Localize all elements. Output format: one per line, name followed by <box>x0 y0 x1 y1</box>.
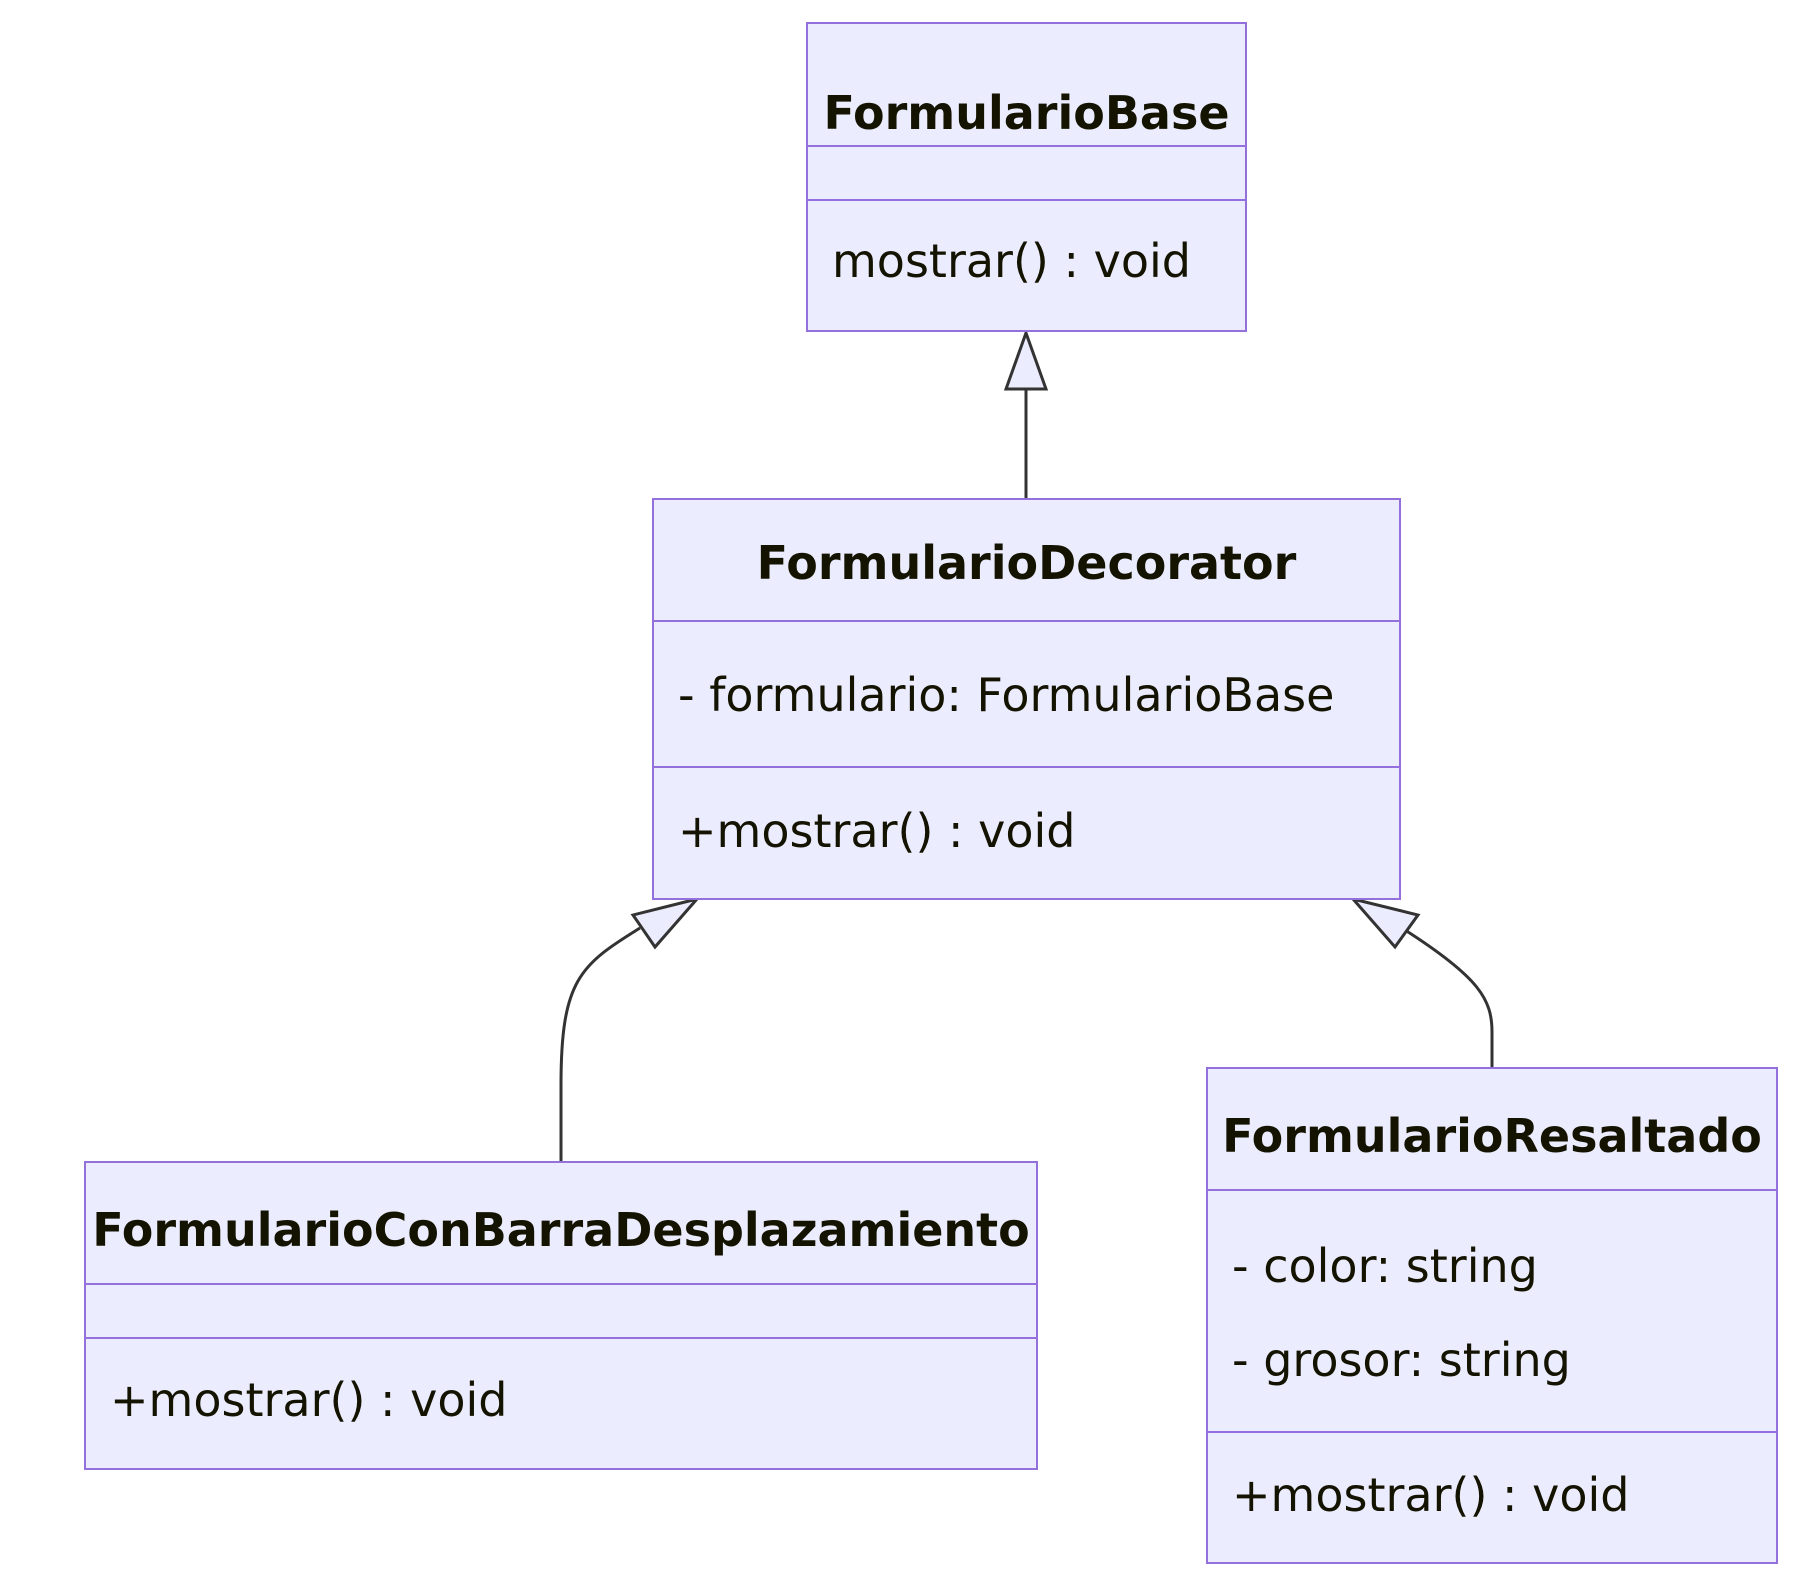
class-name: FormularioConBarraDesplazamiento <box>92 1203 1030 1257</box>
class-name: FormularioResaltado <box>1222 1109 1762 1163</box>
divider <box>808 199 1245 201</box>
divider <box>1208 1431 1776 1433</box>
class-box-formulario-resaltado: FormularioResaltado - color: string - gr… <box>1206 1067 1778 1564</box>
class-box-formulario-decorator: FormularioDecorator - formulario: Formul… <box>652 498 1401 900</box>
divider <box>86 1283 1036 1285</box>
class-box-formulario-con-barra-desplazamiento: FormularioConBarraDesplazamiento +mostra… <box>84 1161 1038 1470</box>
divider <box>808 145 1245 147</box>
inheritance-arrow-decorator-right <box>1348 896 1421 950</box>
attribute-item: - color: string <box>1232 1239 1538 1293</box>
method-item: +mostrar() : void <box>110 1373 508 1427</box>
edge-resaltado-to-decorator <box>1404 928 1494 1067</box>
inheritance-arrow-decorator-left <box>630 896 702 950</box>
method-item: mostrar() : void <box>832 234 1191 288</box>
divider <box>1208 1189 1776 1191</box>
attribute-item: - grosor: string <box>1232 1333 1571 1387</box>
method-item: +mostrar() : void <box>678 804 1076 858</box>
inheritance-arrow-base <box>1003 328 1049 391</box>
attribute-item: - formulario: FormularioBase <box>678 668 1335 722</box>
method-item: +mostrar() : void <box>1232 1468 1630 1522</box>
class-name: FormularioDecorator <box>756 536 1297 590</box>
divider <box>654 766 1399 768</box>
class-box-formulario-base: FormularioBase mostrar() : void <box>806 22 1247 332</box>
class-name: FormularioBase <box>823 86 1230 140</box>
divider <box>654 620 1399 622</box>
edge-barra-to-decorator <box>559 926 641 1161</box>
divider <box>86 1337 1036 1339</box>
